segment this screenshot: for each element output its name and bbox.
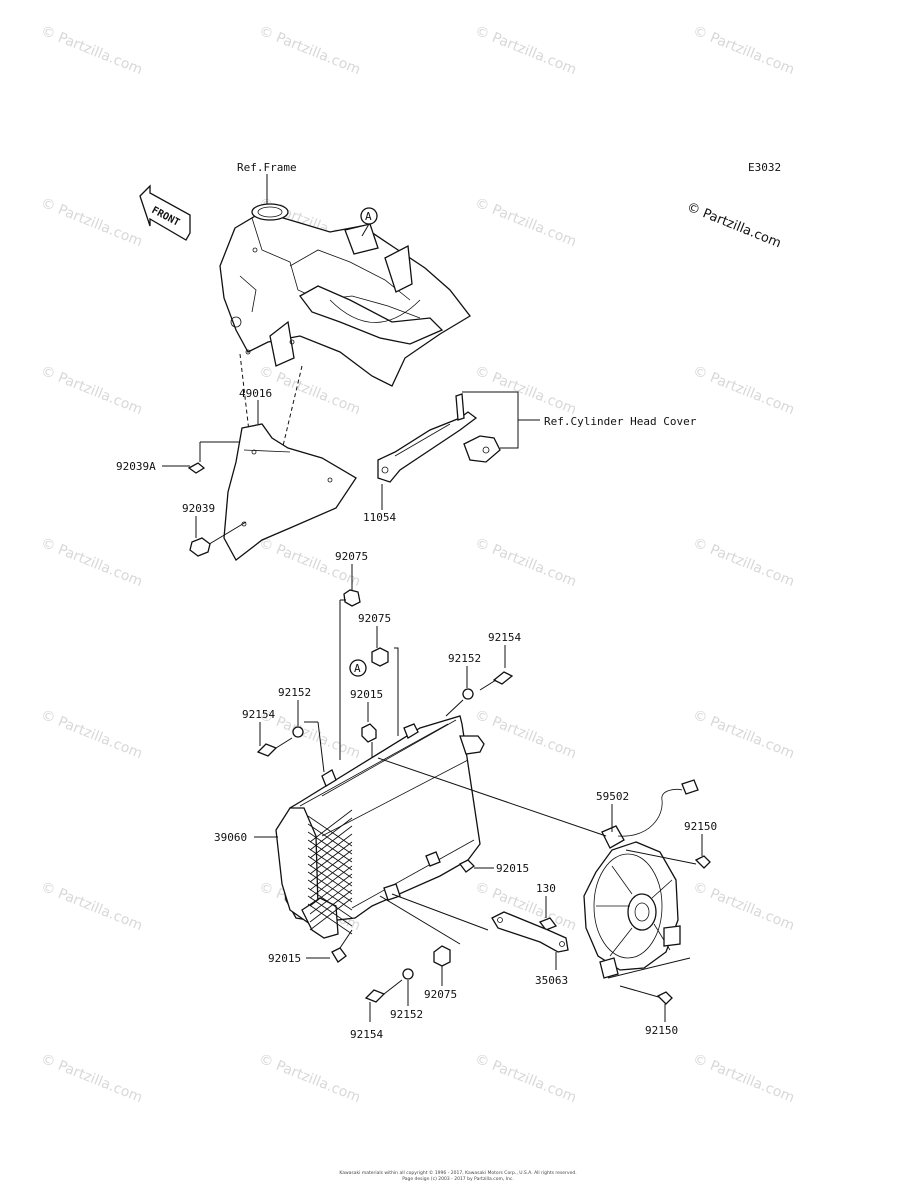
- bracket-35063: [491, 911, 569, 953]
- svg-text:A: A: [365, 210, 372, 223]
- part-label-92039a: 92039A: [116, 460, 156, 473]
- radiator-fin-line: [307, 895, 353, 927]
- watermark-text: © Partzilla.com: [39, 23, 145, 78]
- watermark-text: © Partzilla.com: [39, 195, 145, 250]
- radiator-fin-line: [307, 839, 353, 871]
- radiator-fin-line: [309, 857, 353, 891]
- ref-frame-label: Ref.Frame: [237, 161, 297, 174]
- part-label-92015-mid: 92015: [496, 862, 529, 875]
- radiator-fin-line: [309, 817, 353, 851]
- part-label-92152-bottom: 92152: [390, 1008, 423, 1021]
- radiator-fin-line: [309, 881, 353, 915]
- callout-a-radiator: A: [349, 659, 367, 677]
- diagram-code: E3032: [748, 161, 781, 174]
- radiator-fin-line: [307, 903, 353, 935]
- part-label-92150-bottom: 92150: [645, 1024, 678, 1037]
- part-label-49016: 49016: [239, 387, 272, 400]
- radiator-fin-line: [307, 815, 353, 847]
- part-label-59502: 59502: [596, 790, 629, 803]
- part-label-92152-left: 92152: [278, 686, 311, 699]
- watermark-text: © Partzilla.com: [473, 363, 579, 418]
- part-label-92075-top: 92075: [335, 550, 368, 563]
- watermark-text: © Partzilla.com: [39, 535, 145, 590]
- watermark-text: © Partzilla.com: [257, 23, 363, 78]
- watermark-text: © Partzilla.com: [257, 1051, 363, 1106]
- radiator-fin-line: [309, 849, 353, 883]
- radiator-fin-line: [309, 809, 353, 843]
- footer-line-2: Page design (c) 2003 - 2017 by Partzilla…: [402, 1176, 514, 1182]
- part-label-92154-bottom: 92154: [350, 1028, 383, 1041]
- watermark-text: © Partzilla.com: [473, 535, 579, 590]
- radiator-fin-line: [309, 825, 353, 859]
- radiator-fin-line: [309, 889, 353, 923]
- part-label-92015-top: 92015: [350, 688, 383, 701]
- watermark-text: © Partzilla.com: [39, 879, 145, 934]
- part-label-92150-right: 92150: [684, 820, 717, 833]
- watermark-text: © Partzilla.com: [691, 1051, 797, 1106]
- watermark-text: © Partzilla.com: [39, 1051, 145, 1106]
- watermark-text: © Partzilla.com: [39, 363, 145, 418]
- front-arrow-icon: FRONT: [139, 184, 191, 241]
- bracket-11054: [377, 393, 501, 483]
- radiator-fin-line: [307, 831, 353, 863]
- radiator-fin-line: [309, 833, 353, 867]
- radiator-fin-line: [309, 841, 353, 875]
- watermark-text: © Partzilla.com: [691, 23, 797, 78]
- radiator-fin-line: [309, 865, 353, 899]
- radiator-fin-line: [309, 897, 353, 931]
- part-label-92152-top-right: 92152: [448, 652, 481, 665]
- part-label-130: 130: [536, 882, 556, 895]
- radiator-core: [307, 809, 353, 935]
- part-label-92039: 92039: [182, 502, 215, 515]
- watermark-text: © Partzilla.com: [691, 707, 797, 762]
- watermark-text: © Partzilla.com: [473, 23, 579, 78]
- watermark-text: © Partzilla.com: [473, 707, 579, 762]
- radiator-fin-line: [307, 823, 353, 855]
- watermark-text: © Partzilla.com: [691, 363, 797, 418]
- watermark-text: © Partzilla.com: [691, 879, 797, 934]
- part-label-92075-second: 92075: [358, 612, 391, 625]
- callout-a-top: A: [360, 207, 378, 237]
- ref-cylinder-head-cover-label: Ref.Cylinder Head Cover: [544, 415, 697, 428]
- svg-text:A: A: [354, 662, 361, 675]
- watermark-text: © Partzilla.com: [473, 1051, 579, 1106]
- watermark-text: © Partzilla.com: [39, 707, 145, 762]
- watermark-text: © Partzilla.com: [257, 363, 363, 418]
- footer-line-1: Kawasaki materials within all copyright …: [339, 1169, 576, 1176]
- radiator-39060: [275, 715, 485, 939]
- radiator-fin-line: [307, 879, 353, 911]
- watermark-text: © Partzilla.com: [473, 195, 579, 250]
- part-label-39060: 39060: [214, 831, 247, 844]
- frame-drawing: [219, 203, 471, 387]
- part-label-92015-bottom: 92015: [268, 952, 301, 965]
- radiator-fin-line: [309, 873, 353, 907]
- copyright-mark: © Partzilla.com: [685, 200, 784, 251]
- radiator-fin-line: [307, 863, 353, 895]
- radiator-fin-line: [307, 847, 353, 879]
- part-label-92075-bottom: 92075: [424, 988, 457, 1001]
- radiator-fin-line: [307, 855, 353, 887]
- part-label-11054: 11054: [363, 511, 396, 524]
- radiator-fin-line: [307, 871, 353, 903]
- watermark-layer: © Partzilla.com © Partzilla.com © Partzill…: [39, 23, 797, 1106]
- cooling-fan-59502: [583, 779, 699, 979]
- part-label-92154-top-right: 92154: [488, 631, 521, 644]
- part-label-35063: 35063: [535, 974, 568, 987]
- shroud-49016: [223, 423, 357, 561]
- watermark-text: © Partzilla.com: [691, 535, 797, 590]
- part-label-92154-left: 92154: [242, 708, 275, 721]
- radiator-fin-line: [307, 887, 353, 919]
